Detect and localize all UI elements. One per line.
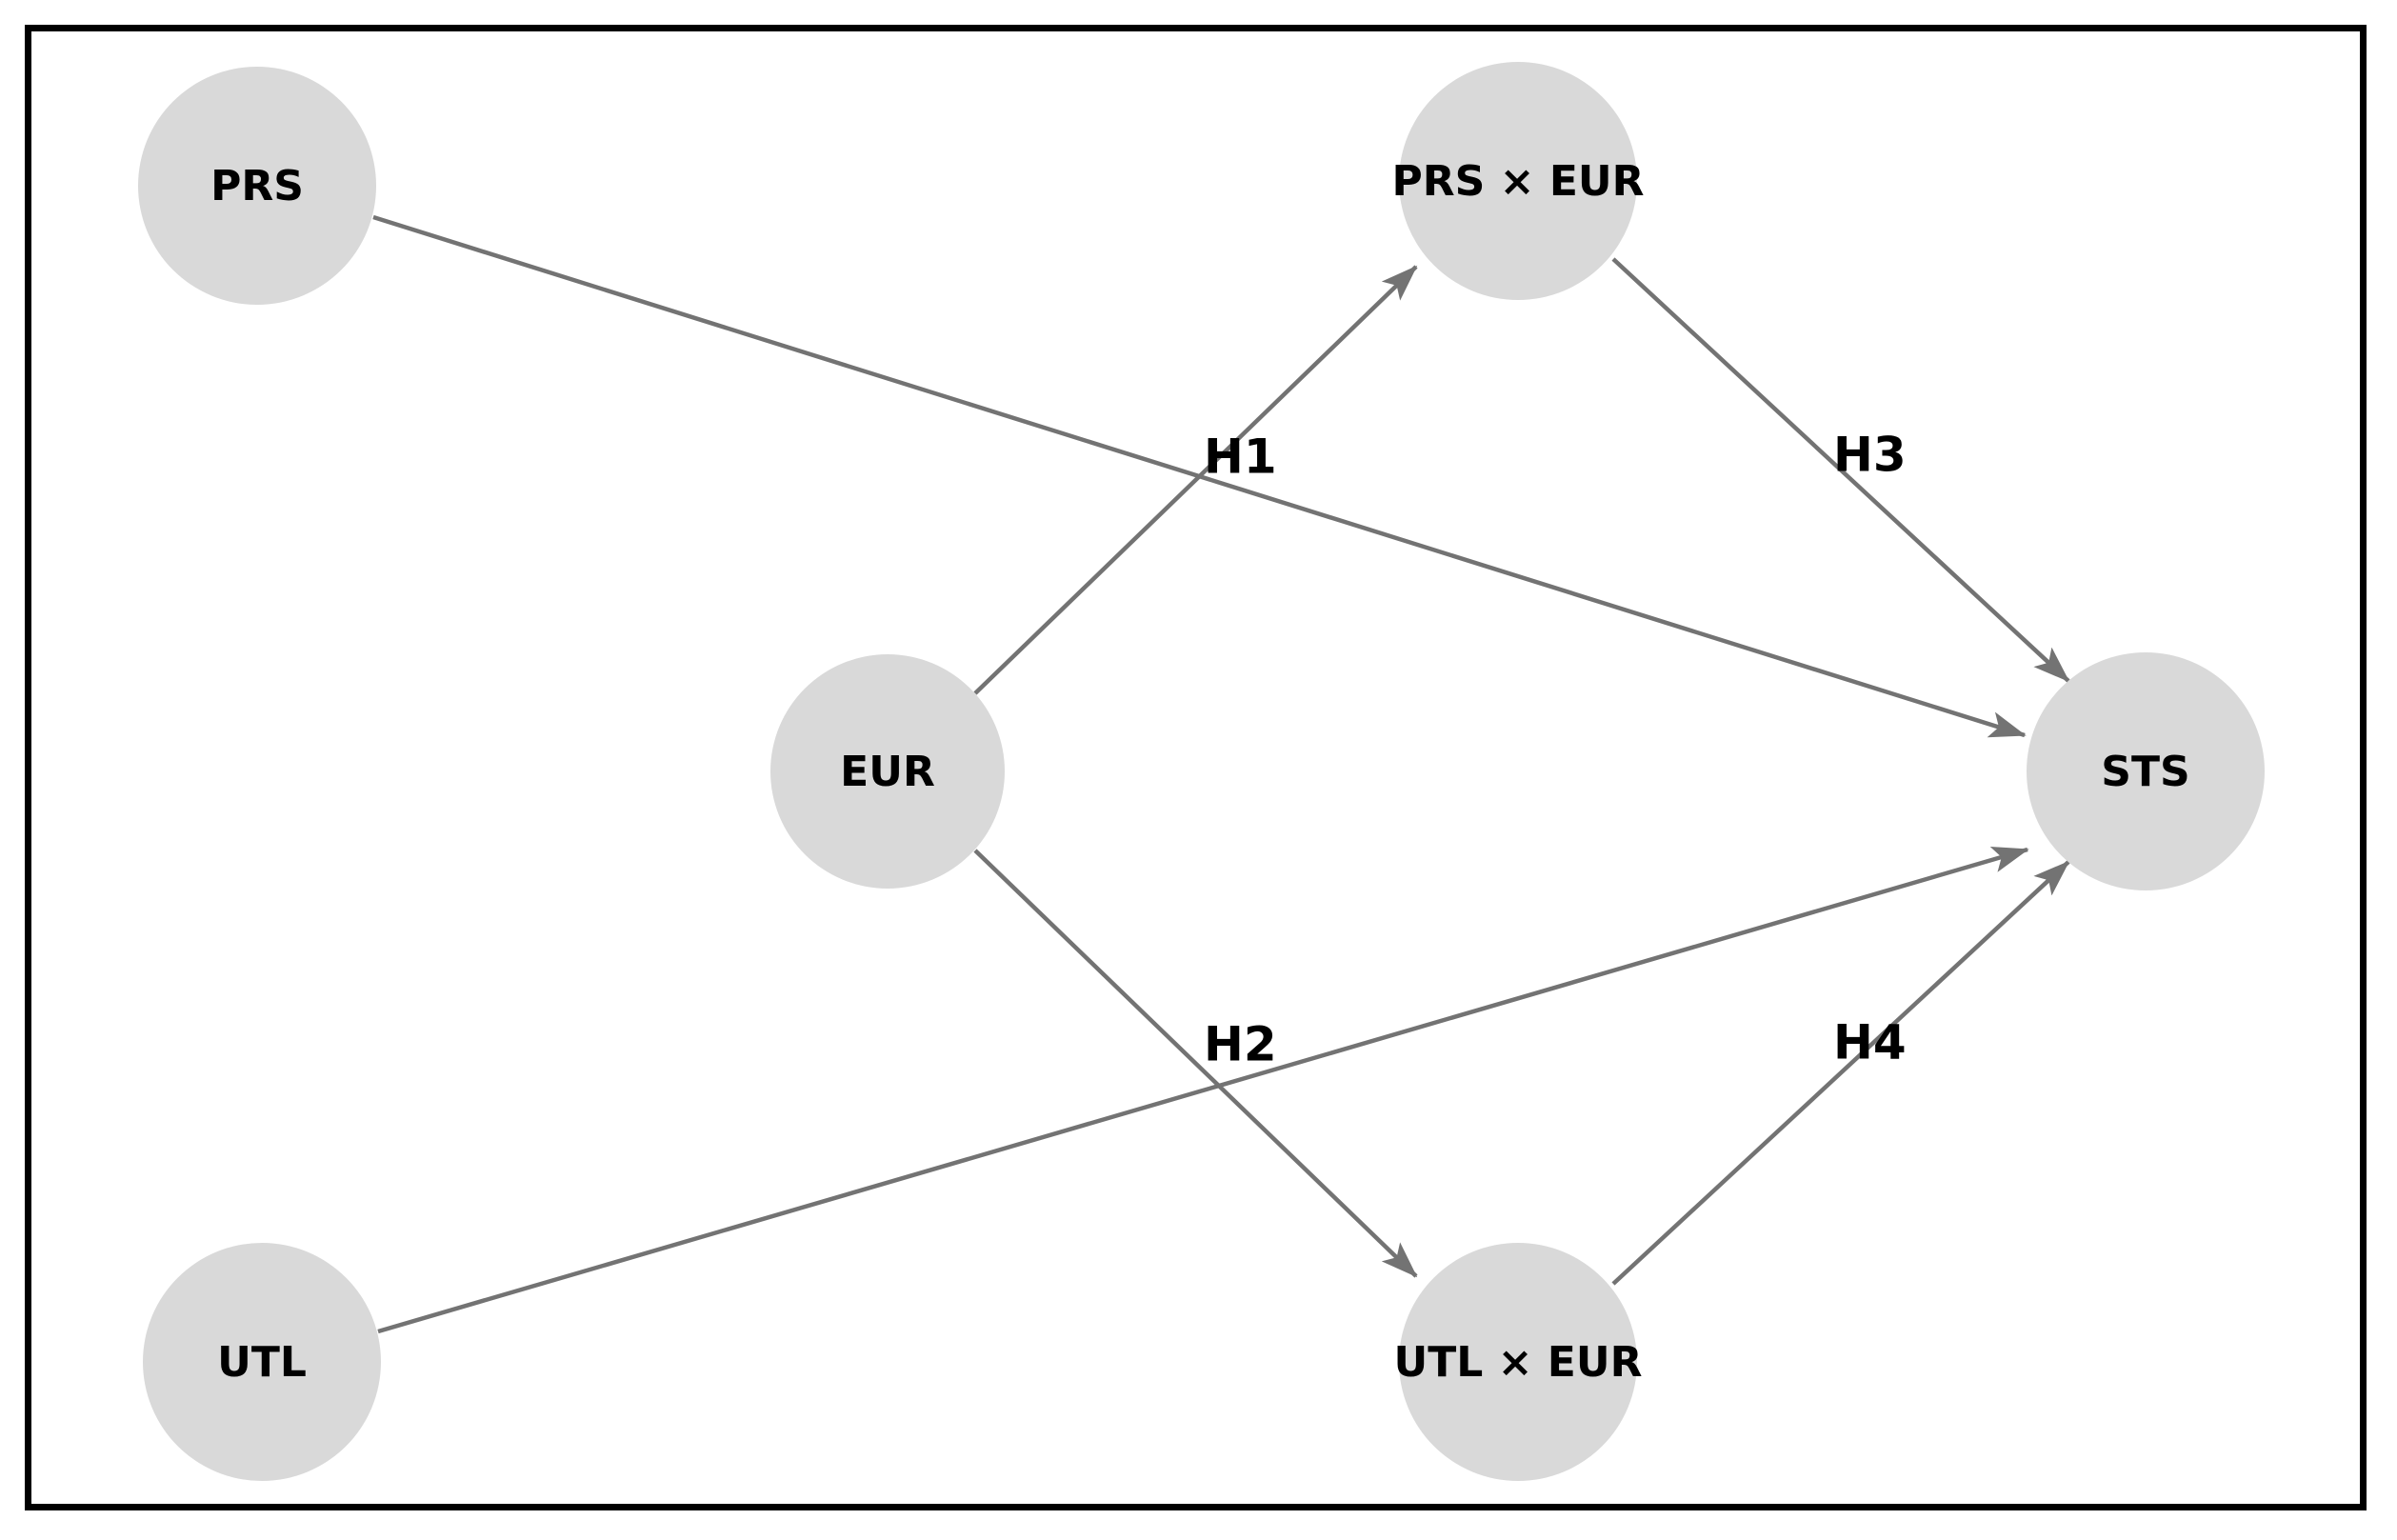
node-prs-eur-label: PRS × EUR <box>1392 157 1645 206</box>
node-prs-eur[interactable]: PRS × EUR <box>1392 62 1645 300</box>
edge-layer <box>372 214 2070 1334</box>
edge-prs-eur-to-sts[interactable] <box>1611 257 2070 683</box>
node-prs[interactable]: PRS <box>138 67 376 305</box>
node-utl-circle <box>143 1243 381 1481</box>
edge-eur-to-utl-eur[interactable] <box>973 849 1418 1278</box>
diagram-frame-border <box>25 25 2367 1510</box>
node-prs-eur-circle <box>1399 62 1637 300</box>
node-sts[interactable]: STS <box>2027 652 2265 890</box>
node-prs-label: PRS <box>210 162 304 210</box>
node-eur-circle <box>770 654 1005 889</box>
node-utl-eur-circle <box>1399 1243 1637 1481</box>
edge-utl-eur-to-sts[interactable] <box>1611 860 2070 1286</box>
edge-label-layer: H1 H3 H2 H4 <box>1204 428 1907 1072</box>
edge-eur-to-prs-eur[interactable] <box>973 265 1418 695</box>
node-eur[interactable]: EUR <box>770 654 1005 889</box>
node-utl-label: UTL <box>217 1338 307 1387</box>
node-utl[interactable]: UTL <box>143 1243 381 1481</box>
node-layer: PRS PRS × EUR EUR STS UTL UTL × EUR <box>138 62 2265 1481</box>
edge-label-h3: H3 <box>1833 428 1907 483</box>
node-utl-eur[interactable]: UTL × EUR <box>1394 1243 1643 1481</box>
node-prs-circle <box>138 67 376 305</box>
edge-label-h1: H1 <box>1204 430 1277 485</box>
edge-label-h4: H4 <box>1833 1015 1907 1070</box>
node-utl-eur-label: UTL × EUR <box>1394 1338 1643 1387</box>
edge-utl-to-sts[interactable] <box>377 846 2029 1334</box>
node-sts-label: STS <box>2101 748 2189 796</box>
node-sts-circle <box>2027 652 2265 890</box>
edge-label-h2: H2 <box>1204 1017 1277 1072</box>
node-eur-label: EUR <box>840 748 935 796</box>
